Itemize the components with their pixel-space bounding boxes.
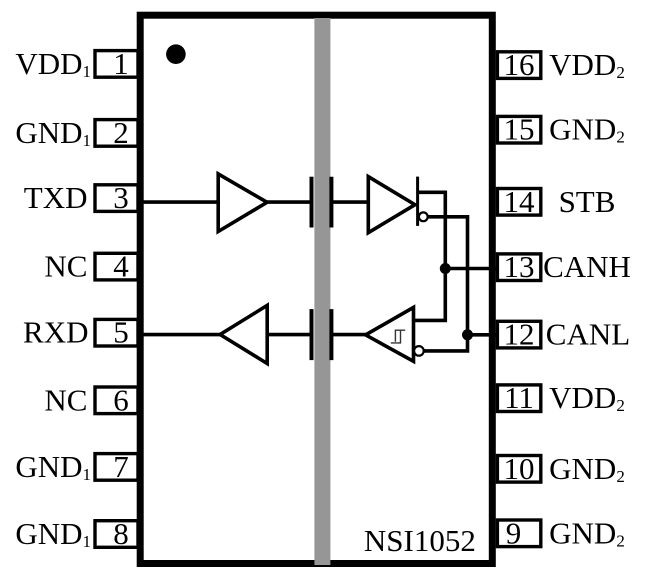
- svg-text:1: 1: [113, 46, 129, 81]
- svg-text:VDD2: VDD2: [549, 47, 625, 82]
- svg-text:10: 10: [504, 451, 535, 486]
- svg-text:12: 12: [504, 317, 535, 352]
- svg-text:GND1: GND1: [15, 516, 91, 551]
- svg-text:4: 4: [113, 249, 129, 284]
- svg-text:VDD1: VDD1: [15, 46, 91, 81]
- svg-text:STB: STB: [559, 184, 616, 219]
- svg-text:16: 16: [504, 47, 535, 82]
- svg-text:NSI1052: NSI1052: [364, 523, 476, 558]
- svg-text:13: 13: [504, 249, 535, 284]
- svg-text:15: 15: [504, 112, 535, 147]
- svg-text:CANH: CANH: [543, 249, 631, 284]
- svg-text:GND2: GND2: [549, 451, 625, 486]
- svg-text:9: 9: [506, 515, 522, 550]
- svg-text:GND2: GND2: [549, 515, 625, 550]
- svg-text:NC: NC: [44, 382, 87, 417]
- svg-text:GND1: GND1: [15, 449, 91, 484]
- svg-text:NC: NC: [44, 249, 87, 284]
- svg-text:TXD: TXD: [24, 180, 88, 215]
- svg-text:7: 7: [113, 449, 129, 484]
- svg-text:3: 3: [113, 180, 129, 215]
- svg-text:GND1: GND1: [15, 115, 91, 150]
- svg-text:14: 14: [504, 184, 536, 219]
- svg-text:VDD2: VDD2: [549, 380, 625, 415]
- svg-text:GND2: GND2: [549, 112, 625, 147]
- svg-text:6: 6: [113, 382, 129, 417]
- svg-text:2: 2: [113, 115, 129, 150]
- svg-text:11: 11: [504, 380, 534, 415]
- svg-text:5: 5: [113, 315, 129, 350]
- svg-text:RXD: RXD: [23, 315, 88, 350]
- svg-text:CANL: CANL: [546, 317, 630, 352]
- svg-text:8: 8: [113, 516, 129, 551]
